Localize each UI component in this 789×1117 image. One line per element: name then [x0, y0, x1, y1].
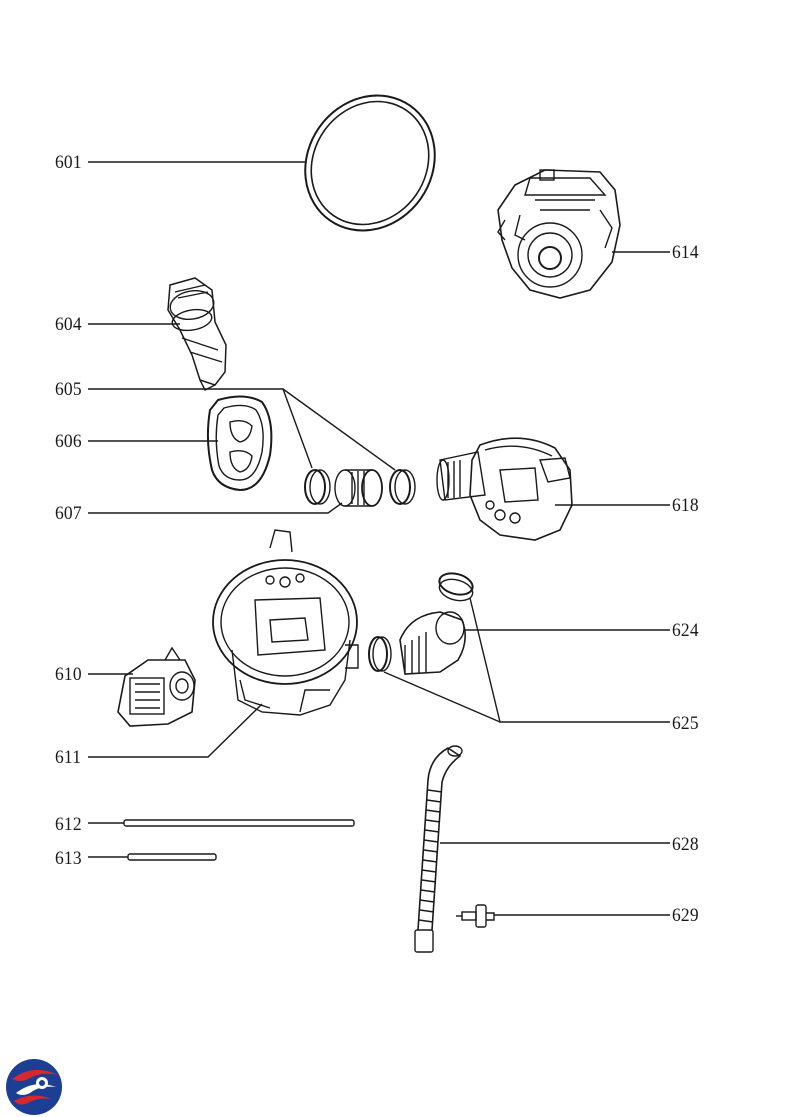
leader-605b [282, 388, 396, 471]
part-601-gasket-ring[interactable] [279, 70, 461, 256]
part-605-hose-clamp-right[interactable] [389, 469, 416, 505]
label-628: 628 [672, 834, 699, 855]
part-628-drain-hose[interactable] [414, 745, 463, 953]
part-613-short-rod[interactable] [127, 853, 217, 861]
label-605: 605 [55, 379, 82, 400]
label-613: 613 [55, 848, 82, 869]
label-610: 610 [55, 664, 82, 685]
part-610-drain-pump[interactable] [117, 646, 196, 727]
part-606-seal-gasket[interactable] [206, 395, 273, 492]
part-612-long-rod[interactable] [123, 819, 355, 827]
part-605-hose-clamp-left[interactable] [304, 469, 331, 505]
part-614-circulation-pump-motor[interactable] [497, 169, 621, 299]
label-606: 606 [55, 431, 82, 452]
label-604: 604 [55, 314, 82, 335]
part-611-sump-housing[interactable] [212, 529, 359, 716]
part-607-connection-hose[interactable] [334, 469, 383, 507]
label-625: 625 [672, 713, 699, 734]
leader-605 [88, 388, 313, 469]
leader-625b [383, 671, 501, 723]
part-629-check-valve[interactable] [456, 904, 495, 928]
leader-625 [469, 597, 670, 723]
part-625-elbow-hose[interactable] [368, 611, 466, 675]
label-607: 607 [55, 503, 82, 524]
label-618: 618 [672, 495, 699, 516]
part-604-filter-holder[interactable] [167, 277, 227, 391]
label-601: 601 [55, 152, 82, 173]
part-624-clamp-ring[interactable] [437, 570, 475, 604]
label-614: 614 [672, 242, 699, 263]
label-611: 611 [55, 747, 82, 768]
part-618-heat-pump-housing[interactable] [436, 437, 573, 541]
leader-607 [88, 502, 343, 514]
label-629: 629 [672, 905, 699, 926]
label-612: 612 [55, 814, 82, 835]
label-624: 624 [672, 620, 699, 641]
leader-611 [88, 703, 263, 758]
brand-logo-icon [6, 1059, 62, 1115]
